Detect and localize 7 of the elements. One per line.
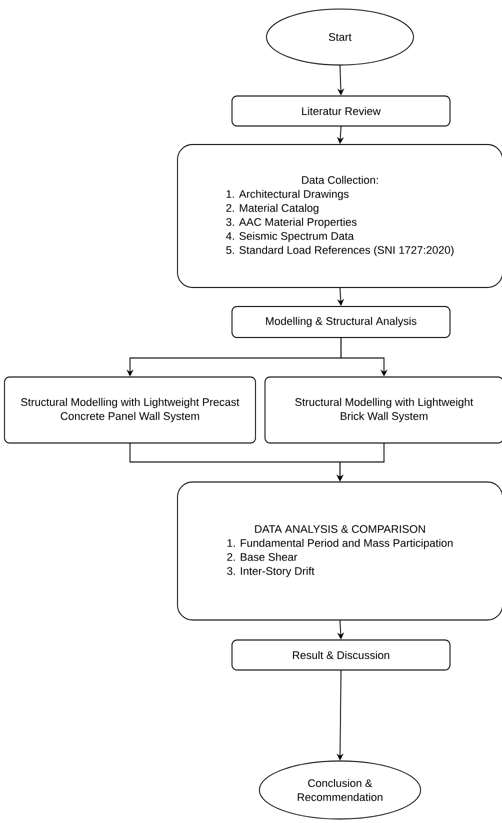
process-box: Modelling & Structural Analysis <box>232 306 450 338</box>
process-box: Data Collection: 1. Architectural Drawings 2. Material Catalog 3. AAC Material Properties 4. Seismic Spectrum Data 5. Standard Load References (SNI 1727:2020) <box>177 144 502 288</box>
process-box: Result & Discussion <box>232 640 450 670</box>
process-box: Structural Modelling with Lightweight Brick Wall System <box>264 376 502 444</box>
process-box: Literatur Review <box>232 96 450 126</box>
process-box: DATA ANALYSIS & COMPARISON 1. Fundamental Period and Mass Participation 2. Base Shear 3. Inter-Story Drift <box>177 482 502 620</box>
process-box: Structural Modelling with Lightweight Precast Concrete Panel Wall System <box>4 376 256 444</box>
